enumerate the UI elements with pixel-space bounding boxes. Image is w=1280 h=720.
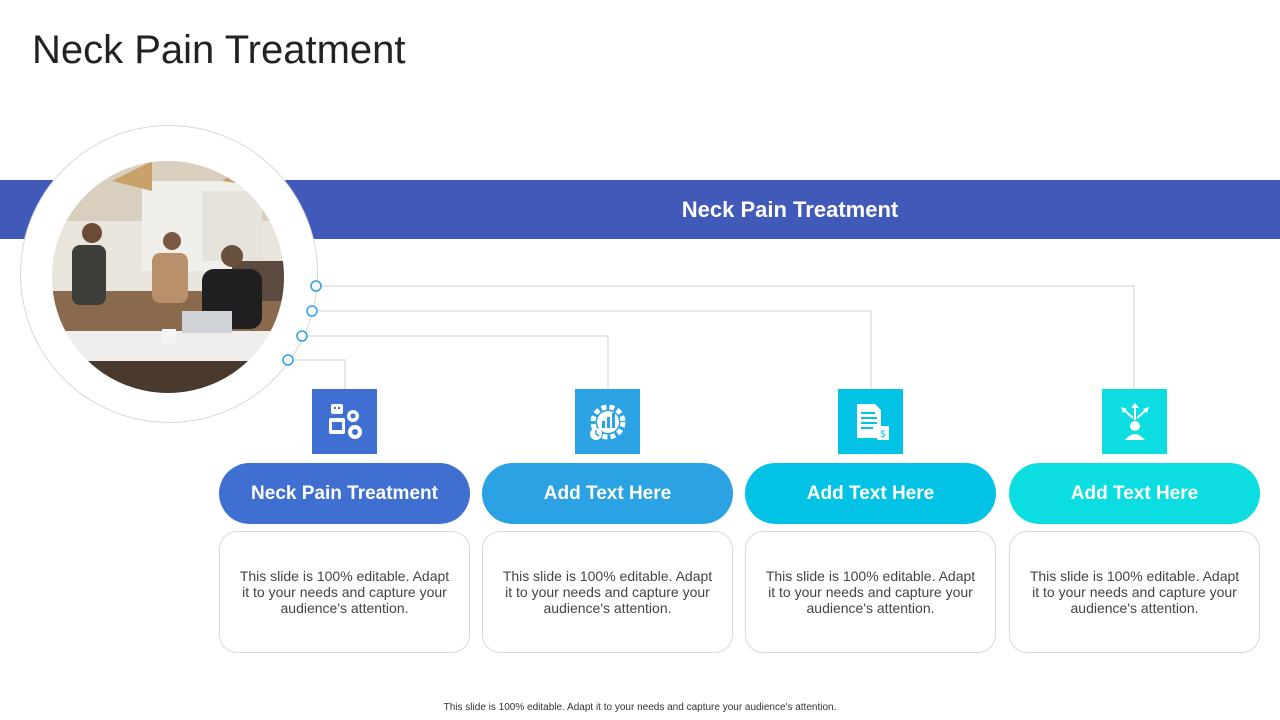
heading-pill-4: Add Text Here — [1009, 463, 1260, 524]
connector-dot — [310, 280, 322, 292]
text-card-3: This slide is 100% editable. Adapt it to… — [745, 531, 996, 653]
page-title: Neck Pain Treatment — [32, 28, 406, 72]
footer-note: This slide is 100% editable. Adapt it to… — [443, 702, 837, 713]
card-body: This slide is 100% editable. Adapt it to… — [502, 568, 713, 616]
connector-dot — [282, 354, 294, 366]
card-body: This slide is 100% editable. Adapt it to… — [765, 568, 976, 616]
card-body: This slide is 100% editable. Adapt it to… — [239, 568, 450, 616]
gear-chart-icon — [575, 389, 640, 454]
invoice-dollar-icon: $ — [838, 389, 903, 454]
heading-pill-3: Add Text Here — [745, 463, 996, 524]
robot-gears-icon — [312, 389, 377, 454]
banner-title: Neck Pain Treatment — [681, 197, 899, 222]
heading-pill-2: Add Text Here — [482, 463, 733, 524]
heading-pill-1: Neck Pain Treatment — [219, 463, 470, 524]
connector-dot — [296, 330, 308, 342]
svg-text:$: $ — [879, 429, 885, 440]
text-card-2: This slide is 100% editable. Adapt it to… — [482, 531, 733, 653]
text-card-4: This slide is 100% editable. Adapt it to… — [1009, 531, 1260, 653]
text-card-1: This slide is 100% editable. Adapt it to… — [219, 531, 470, 653]
person-arrows-icon — [1102, 389, 1167, 454]
card-body: This slide is 100% editable. Adapt it to… — [1029, 568, 1240, 616]
connector-dot — [306, 305, 318, 317]
